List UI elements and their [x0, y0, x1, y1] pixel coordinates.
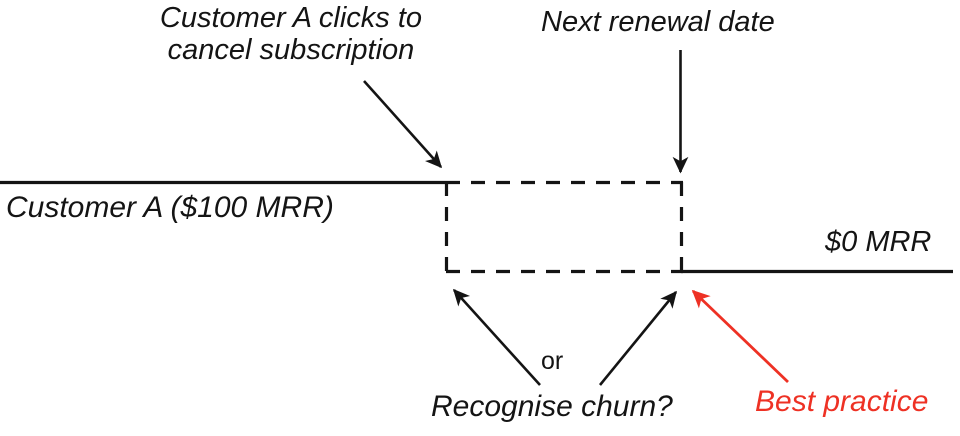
series-label-customer-a-mrr: Customer A ($100 MRR)	[6, 191, 334, 224]
arrow-recognise-churn-right	[598, 290, 678, 386]
annotation-cancel-click: Customer A clicks to cancel subscription	[159, 2, 423, 67]
annotation-or-connector: or	[541, 347, 564, 375]
series-label-zero-mrr: $0 MRR	[825, 226, 932, 258]
arrow-best-practice	[691, 289, 789, 384]
annotation-recognise-churn: Recognise churn?	[431, 390, 673, 423]
annotation-best-practice: Best practice	[755, 385, 929, 418]
annotation-next-renewal-date: Next renewal date	[541, 6, 775, 38]
arrow-cancel-click	[363, 80, 443, 169]
arrow-recognise-churn-left	[452, 288, 541, 386]
